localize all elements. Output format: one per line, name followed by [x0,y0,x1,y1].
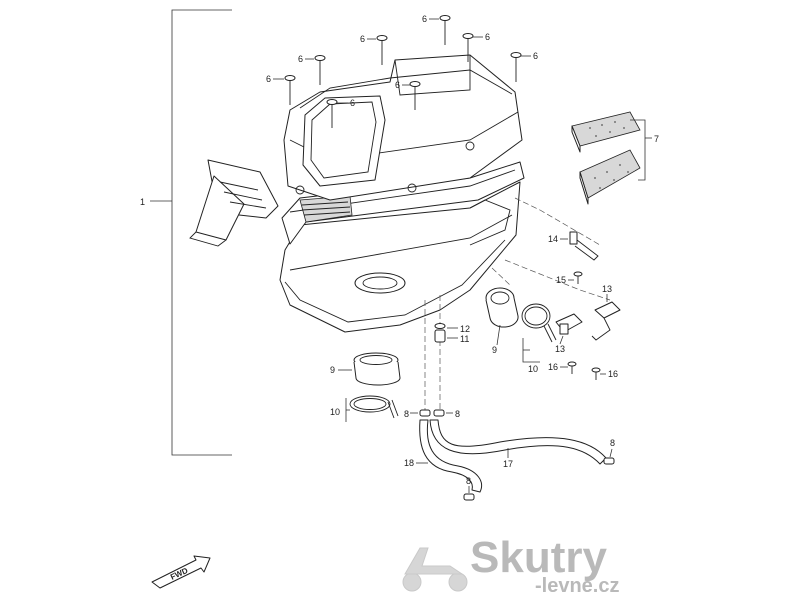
callout-6: 6 [395,80,400,90]
callout-6: 6 [422,14,427,24]
screw-set [284,15,522,128]
callout-10: 10 [528,364,538,374]
screw [376,35,388,65]
sensor-part-13 [555,301,621,341]
callout-8: 8 [455,409,460,419]
callout-6: 6 [360,34,365,44]
watermark-logo: Skutry -levne.cz [402,533,619,597]
dashed-leaders [424,197,611,410]
callout-6: 6 [533,51,538,61]
bolts-part-16 [567,361,601,380]
callout-16: 16 [608,369,618,379]
watermark-brand: Skutry [470,533,607,582]
clip [603,457,615,465]
screw [284,75,296,105]
callout-9: 9 [492,345,497,355]
small-parts-11-12 [434,323,446,343]
drain-plug-part-14 [569,231,599,261]
connecting-tube-upper [485,287,519,328]
screw [462,33,474,62]
clip [433,409,445,417]
bolt-part-15 [573,271,583,284]
callout-13: 13 [602,284,612,294]
screw [439,15,451,45]
callout-16: 16 [548,362,558,372]
clip [419,409,431,417]
connecting-tube-lower [353,352,401,386]
intake-duct [189,159,279,247]
callout-15: 15 [556,275,566,285]
callout-8: 8 [610,438,615,448]
callout-8: 8 [466,476,471,486]
assembly-bracket [150,9,232,456]
screw [510,52,522,82]
callout-17: 17 [503,459,513,469]
callout-6: 6 [298,54,303,64]
breather-hoses [419,409,615,501]
callout-13: 13 [555,344,565,354]
screw [326,99,338,128]
airbox-lower-case [279,181,521,333]
callout-12: 12 [460,324,470,334]
fwd-label: FWD [169,566,190,582]
callout-18: 18 [404,458,414,468]
screw [409,81,421,110]
watermark-domain: -levne.cz [535,575,619,597]
callout-11: 11 [460,334,469,344]
hose-clamp-lower [349,395,399,419]
clip [463,493,475,501]
callout-1: 1 [140,197,145,207]
callout-6: 6 [266,74,271,84]
scooter-icon [402,547,468,592]
filter-elements [571,111,641,205]
callout-9: 9 [330,365,335,375]
callout-6: 6 [350,98,355,108]
callout-7: 7 [654,134,659,144]
airbox-cover [283,54,523,201]
screw [314,55,326,85]
hose-clamp-upper [521,303,557,343]
callout-14: 14 [548,234,558,244]
callout-6: 6 [485,32,490,42]
callout-10: 10 [330,407,340,417]
screw-callouts: 6 6 6 6 6 6 6 6 [266,14,538,108]
fwd-arrow-icon [151,555,211,589]
callout-8: 8 [404,409,409,419]
